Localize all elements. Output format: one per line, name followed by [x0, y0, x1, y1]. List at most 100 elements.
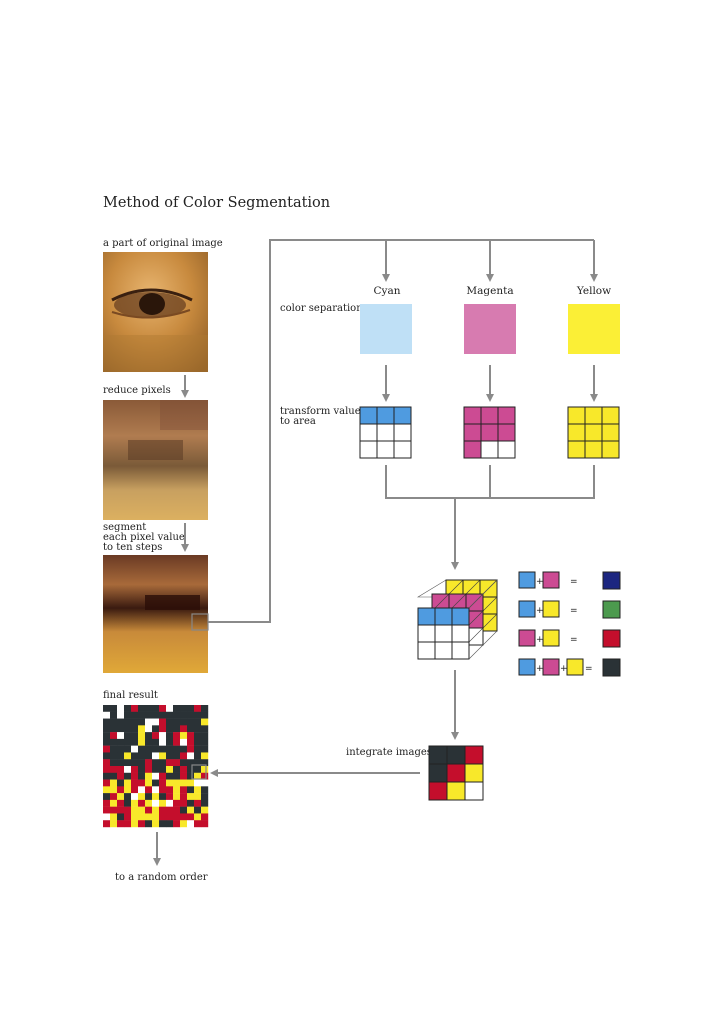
- legend-input-swatch: [542, 571, 560, 589]
- final-pixel: [152, 725, 160, 733]
- final-pixel: [173, 813, 181, 821]
- final-pixel: [173, 779, 181, 787]
- legend-equals: =: [570, 635, 578, 645]
- final-pixel: [145, 705, 153, 712]
- final-pixel: [103, 711, 111, 719]
- final-result-image: [103, 705, 209, 828]
- final-pixel: [145, 745, 153, 753]
- label-reduce-pixels: reduce pixels: [103, 385, 171, 396]
- stack-layer-cyan: [451, 641, 470, 660]
- legend-equals: =: [570, 606, 578, 616]
- final-pixel: [110, 820, 118, 828]
- final-pixel: [194, 752, 202, 760]
- final-pixel: [180, 779, 188, 787]
- final-pixel: [124, 772, 132, 780]
- integrated-cell: [464, 781, 484, 801]
- final-pixel: [145, 711, 153, 719]
- final-pixel: [159, 732, 167, 740]
- final-pixel: [117, 725, 125, 733]
- final-pixel: [138, 806, 146, 814]
- final-pixel: [131, 799, 139, 807]
- label-transform-line2: to area: [280, 416, 316, 427]
- final-pixel: [166, 738, 174, 746]
- final-pixel: [124, 799, 132, 807]
- final-pixel: [180, 759, 188, 767]
- final-pixel: [180, 820, 188, 828]
- final-pixel: [124, 820, 132, 828]
- grid-cell-yellow: [601, 406, 620, 425]
- final-pixel: [131, 711, 139, 719]
- final-pixel: [173, 718, 181, 726]
- legend-plus: +: [536, 606, 544, 616]
- final-pixel: [159, 813, 167, 821]
- final-pixel: [131, 793, 139, 801]
- final-pixel: [117, 745, 125, 753]
- final-pixel: [173, 732, 181, 740]
- grid-cell-yellow: [584, 423, 603, 442]
- final-pixel: [187, 766, 195, 773]
- final-pixel: [180, 806, 188, 814]
- final-pixel: [159, 759, 167, 767]
- final-pixel: [187, 772, 195, 780]
- final-pixel: [159, 752, 167, 760]
- final-pixel: [166, 745, 174, 753]
- final-pixel: [166, 759, 174, 767]
- final-pixel: [173, 786, 181, 794]
- final-pixel: [138, 772, 146, 780]
- legend-input-swatch: [518, 600, 536, 618]
- final-pixel: [138, 759, 146, 767]
- final-pixel: [138, 705, 146, 712]
- final-pixel: [138, 745, 146, 753]
- final-pixel: [159, 806, 167, 814]
- final-pixel: [173, 752, 181, 760]
- final-pixel: [201, 779, 209, 787]
- final-pixel: [145, 813, 153, 821]
- final-pixel: [187, 745, 195, 753]
- final-pixel: [194, 793, 202, 801]
- final-pixel: [117, 786, 125, 794]
- final-pixel: [103, 786, 111, 794]
- final-pixel: [180, 766, 188, 773]
- final-pixel: [145, 779, 153, 787]
- final-pixel: [103, 738, 111, 746]
- grid-cell-magenta: [497, 440, 516, 459]
- final-pixel: [194, 725, 202, 733]
- final-pixel: [194, 705, 202, 712]
- legend-input-swatch: [542, 629, 560, 647]
- final-pixel: [131, 745, 139, 753]
- final-pixel: [124, 786, 132, 794]
- final-pixel: [145, 752, 153, 760]
- final-pixel: [110, 799, 118, 807]
- legend-plus: +: [536, 577, 544, 587]
- final-pixel: [117, 772, 125, 780]
- final-pixel: [166, 813, 174, 821]
- grid-cell-cyan: [376, 423, 395, 442]
- final-pixel: [201, 705, 209, 712]
- legend-equals: =: [585, 664, 593, 674]
- final-pixel: [145, 772, 153, 780]
- final-pixel: [138, 752, 146, 760]
- final-pixel: [159, 705, 167, 712]
- final-pixel: [117, 813, 125, 821]
- grid-cell-yellow: [567, 423, 586, 442]
- final-pixel: [194, 799, 202, 807]
- final-pixel: [138, 732, 146, 740]
- final-pixel: [117, 793, 125, 801]
- legend-input-swatch: [566, 658, 584, 676]
- final-pixel: [145, 806, 153, 814]
- integrated-cell: [464, 763, 484, 783]
- grid-cell-cyan: [376, 440, 395, 459]
- grid-cell-cyan: [359, 440, 378, 459]
- grid-cell-cyan: [359, 423, 378, 442]
- connector-to-separation: [208, 239, 594, 623]
- final-pixel: [131, 752, 139, 760]
- final-pixel: [159, 772, 167, 780]
- final-pixel: [201, 738, 209, 746]
- final-pixel: [187, 793, 195, 801]
- final-pixel: [138, 799, 146, 807]
- final-pixel: [110, 752, 118, 760]
- final-pixel: [103, 725, 111, 733]
- final-pixel: [166, 711, 174, 719]
- grid-cell-yellow: [601, 423, 620, 442]
